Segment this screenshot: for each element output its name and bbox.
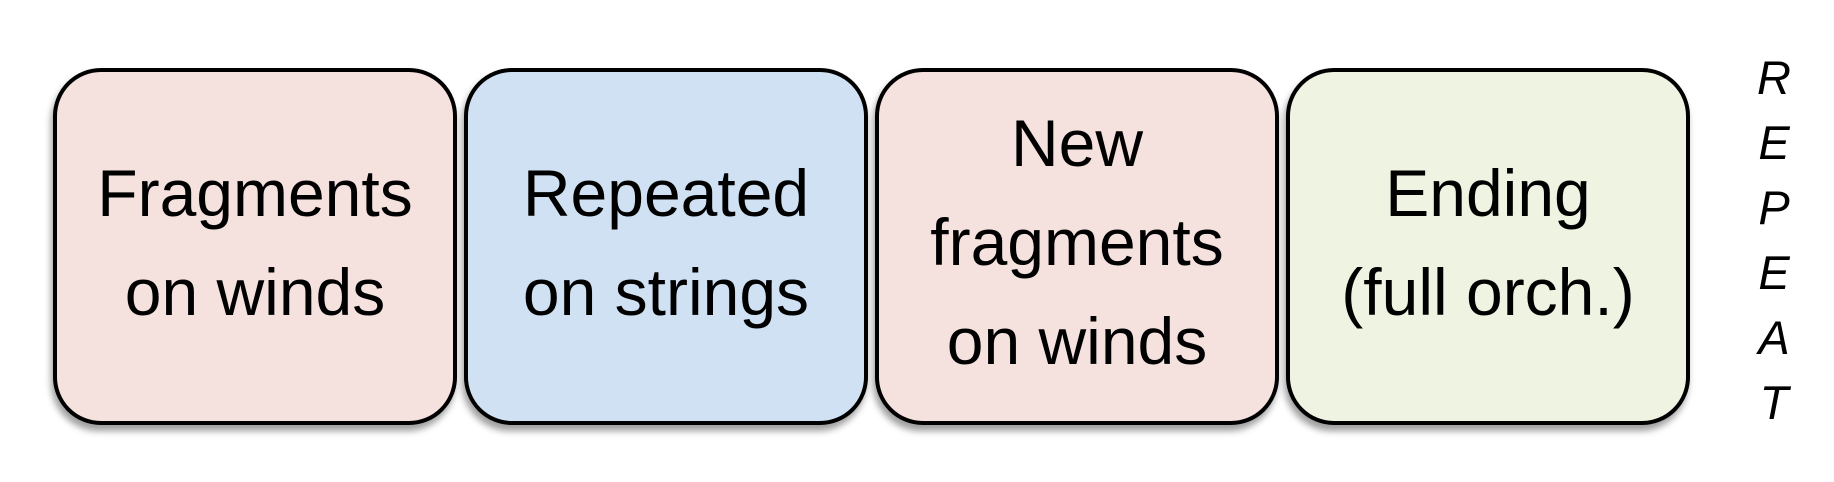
repeat-letter: T [1759,376,1789,429]
repeat-letter: E [1758,116,1790,169]
section-box-line: Fragments [97,155,413,230]
section-box-line: Repeated [522,155,810,230]
section-box-line: on strings [522,254,810,329]
section-box-ending-full-orch: Ending (full orch.) [1286,68,1690,425]
section-box-fragments-on-winds: Fragments on winds [53,68,457,425]
section-box-line: on winds [124,254,386,329]
repeat-letter: E [1758,246,1790,299]
section-box-line: on winds [946,304,1208,378]
section-box-row: Fragments on winds Repeated on strings New fr… [53,68,1690,425]
section-box-line: Ending [1385,155,1591,230]
section-box-line: New [1010,106,1144,180]
repeat-letter: P [1758,181,1790,234]
repeat-letter: A [1758,311,1790,364]
section-box-line: fragments [930,205,1224,279]
section-box-line: (full orch.) [1341,254,1635,329]
section-box-repeated-on-strings: Repeated on strings [464,68,868,425]
section-box-new-fragments-on-winds: New fragments on winds [875,68,1279,425]
repeat-letter: R [1757,51,1791,104]
